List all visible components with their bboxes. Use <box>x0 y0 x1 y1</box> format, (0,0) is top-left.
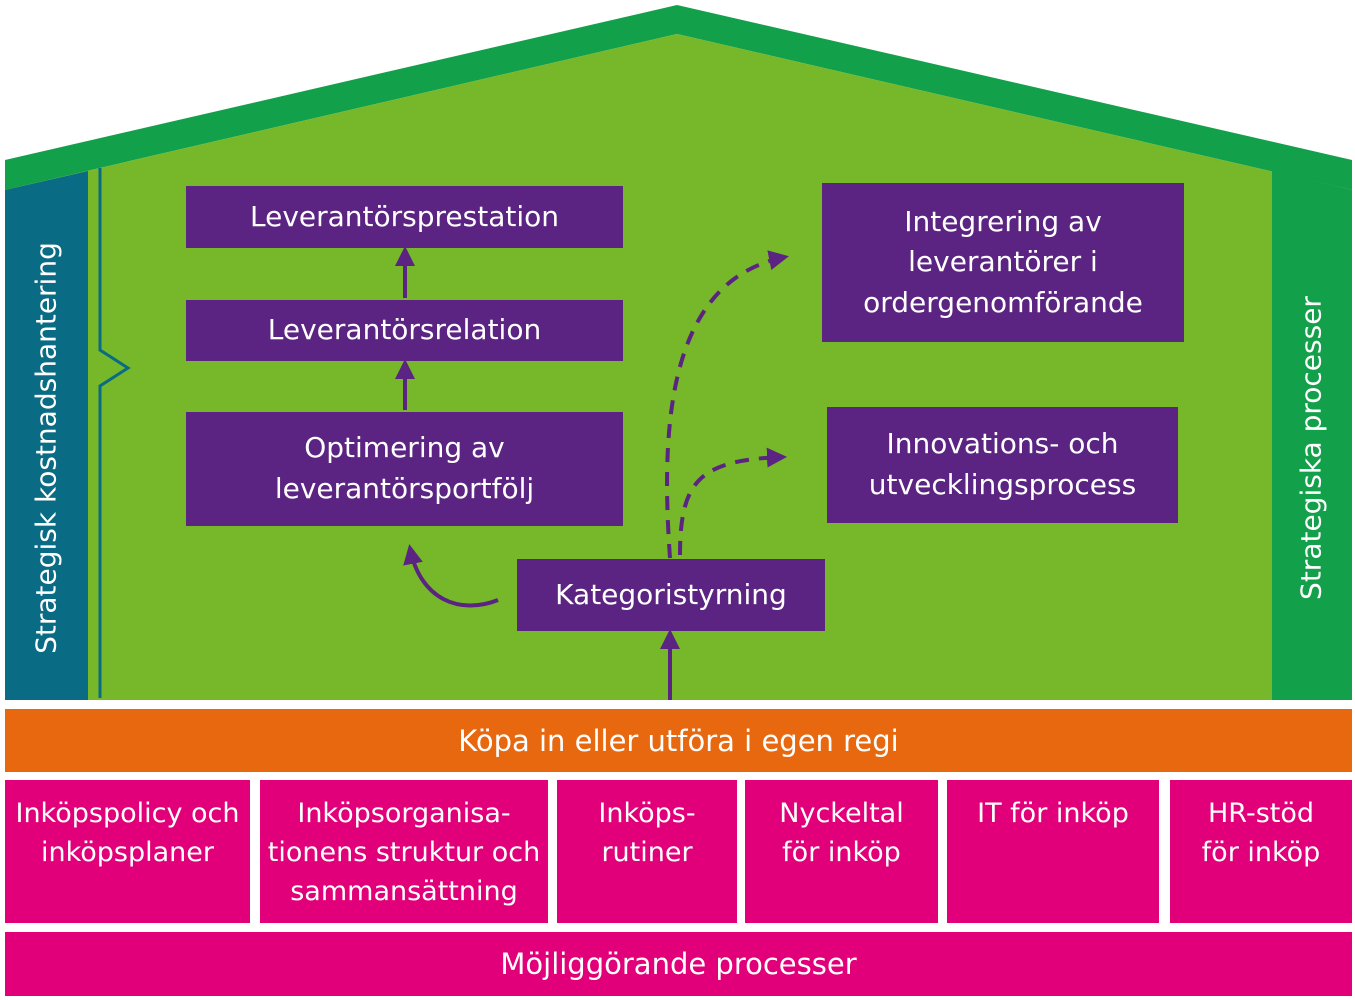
box-optimering: Optimering av leverantörsportfölj <box>186 412 623 526</box>
box-integrering: Integrering av leverantörer i ordergenom… <box>822 183 1184 342</box>
box-innovation: Innovations- och utvecklingsprocess <box>827 407 1178 523</box>
right-pillar-label: Strategiska processer <box>1294 296 1328 600</box>
box-leverantorsprestation: Leverantörsprestation <box>186 186 623 248</box>
foundation-item-nyckeltal: Nyckeltal för inköp <box>745 780 938 923</box>
left-pillar <box>5 171 88 700</box>
foundation-item-organisation: Inköpsorganisa- tionens struktur och sam… <box>260 780 548 923</box>
box-kategoristyrning: Kategoristyrning <box>517 559 825 631</box>
dashed-arrow-to-innovation <box>678 447 787 556</box>
right-pillar <box>1272 171 1352 700</box>
arrow-kategori-to-optimering <box>403 544 499 608</box>
make-or-buy-band: Köpa in eller utföra i egen regi <box>5 709 1352 772</box>
dashed-arrow-to-integrering <box>665 250 789 559</box>
box-leverantorsrelation: Leverantörsrelation <box>186 300 623 361</box>
foundation-item-hr: HR-stöd för inköp <box>1170 780 1352 923</box>
enabling-processes-band: Möjliggörande processer <box>5 932 1352 996</box>
foundation-item-policy: Inköpspolicy och inköpsplaner <box>5 780 250 923</box>
foundation-item-rutiner: Inköps- rutiner <box>557 780 737 923</box>
foundation-item-it: IT för inköp <box>947 780 1159 923</box>
left-pillar-label: Strategisk kostnadshantering <box>29 242 63 654</box>
left-bracket <box>98 168 131 698</box>
